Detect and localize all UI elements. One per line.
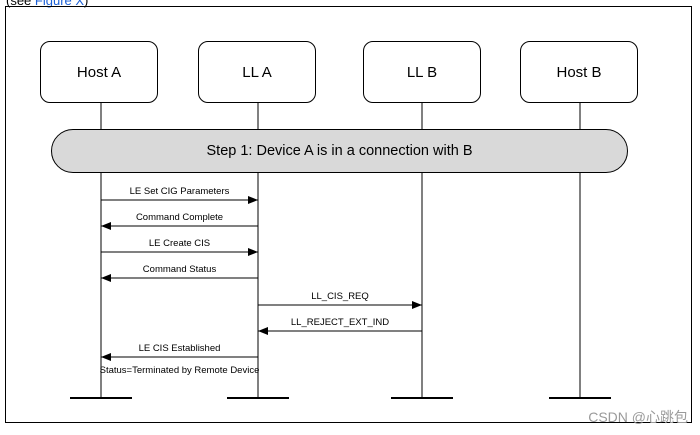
caption-prefix: (see xyxy=(6,0,35,8)
step-banner: Step 1: Device A is in a connection with… xyxy=(51,129,628,173)
entity-box-host-b: Host B xyxy=(520,41,638,103)
caption-link[interactable]: Figure X xyxy=(34,0,85,8)
message-label: Command Status xyxy=(143,264,217,275)
message-label: LE Set CIG Parameters xyxy=(130,186,230,197)
message-label: LE CIS Established xyxy=(139,343,221,354)
message-label: LE Create CIS xyxy=(149,238,210,249)
step-label: Step 1: Device A is in a connection with… xyxy=(206,143,473,159)
message-label: LL_CIS_REQ xyxy=(311,291,369,302)
figure-caption: (see Figure X) xyxy=(6,0,88,8)
entity-box-host-a: Host A xyxy=(40,41,158,103)
entity-label: Host B xyxy=(556,63,602,81)
entity-label: Host A xyxy=(76,63,122,81)
entity-box-ll-b: LL B xyxy=(363,41,481,103)
entity-label: LL A xyxy=(242,63,272,81)
status-note: Status=Terminated by Remote Device xyxy=(100,365,260,376)
entity-box-ll-a: LL A xyxy=(198,41,316,103)
watermark: CSDN @心跳包 xyxy=(588,409,688,425)
diagram-frame xyxy=(5,6,692,423)
caption-suffix: ) xyxy=(84,0,89,8)
entity-label: LL B xyxy=(406,63,438,81)
message-label: LL_REJECT_EXT_IND xyxy=(291,317,389,328)
message-label: Command Complete xyxy=(136,212,223,223)
